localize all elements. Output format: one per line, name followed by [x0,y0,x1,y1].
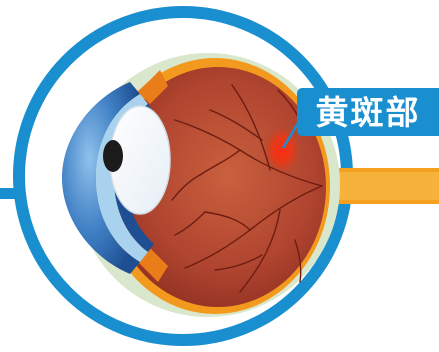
macula [262,124,302,176]
macula-callout-label: 黄斑部 [297,88,439,136]
macula-label-text: 黄斑部 [316,96,421,129]
pupil [103,140,123,172]
